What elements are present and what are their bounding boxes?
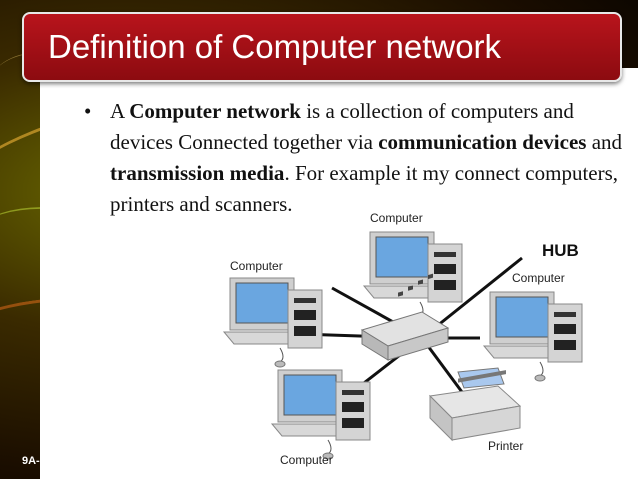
printer-icon bbox=[428, 367, 522, 442]
text-run: and bbox=[586, 130, 623, 154]
computer-icon bbox=[483, 291, 583, 382]
computer-label: Computer bbox=[370, 211, 423, 225]
computer-label: Computer bbox=[230, 259, 283, 273]
text-run: is a collection of computers and devices… bbox=[110, 99, 574, 154]
hub-label: HUB bbox=[542, 241, 579, 260]
hub-icon bbox=[360, 273, 450, 361]
definition-paragraph: A Computer network is a collection of co… bbox=[110, 96, 626, 220]
text-run: . For example it my connect computers, p… bbox=[110, 161, 619, 216]
title-bar: Definition of Computer network bbox=[22, 12, 622, 82]
bold-term-communication-devices: communication devices bbox=[378, 130, 587, 154]
network-diagram: HUB Computer Computer Computer Computer … bbox=[223, 211, 583, 467]
bold-term-computer-network: Computer network bbox=[129, 99, 301, 123]
text-run: A bbox=[110, 99, 130, 123]
computer-icon bbox=[223, 277, 323, 368]
definition-bullet: • A Computer network is a collection of … bbox=[84, 96, 626, 220]
slide-title: Definition of Computer network bbox=[48, 28, 502, 65]
printer-label: Printer bbox=[488, 439, 523, 453]
computer-icon bbox=[363, 231, 463, 322]
computer-icon bbox=[271, 369, 371, 460]
computer-label: Computer bbox=[512, 271, 565, 285]
bold-term-transmission-media: transmission media bbox=[110, 161, 285, 185]
bullet-marker: • bbox=[84, 99, 92, 123]
slide-number: 9A-2 bbox=[22, 455, 46, 467]
computer-label: Computer bbox=[280, 453, 333, 467]
